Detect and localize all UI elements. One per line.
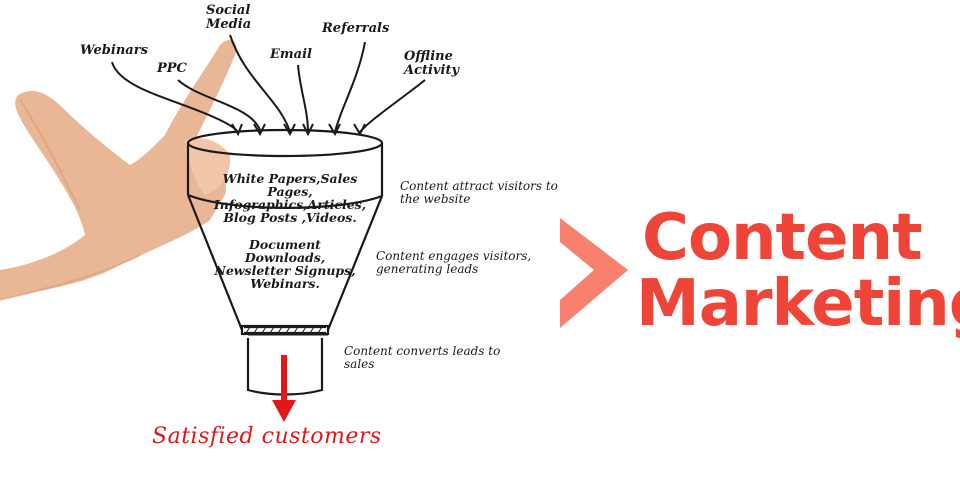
source-label: PPC <box>157 61 187 76</box>
source-label: Referrals <box>322 21 390 36</box>
hand-image <box>0 39 237 301</box>
funnel-neck-hatching <box>245 326 323 334</box>
source-label: Social Media <box>206 3 252 32</box>
funnel-middle-text: Document Downloads, Newsletter Signups, … <box>214 237 356 292</box>
page-title: Content Marketing <box>636 205 960 337</box>
source-label: Webinars <box>80 43 148 58</box>
arrowhead <box>231 123 243 137</box>
outcome-arrow <box>272 355 296 422</box>
source-label: Offline Activity <box>404 49 459 78</box>
arrow-referrals <box>334 41 366 133</box>
outcome-label: Satisfied customers <box>152 424 382 449</box>
source-label: Email <box>270 47 312 62</box>
funnel-drawing <box>186 128 384 396</box>
arrow-social-media <box>229 34 291 133</box>
arrow-offline <box>359 79 426 133</box>
chevron-right-icon <box>560 218 628 328</box>
arrow-ppc <box>177 79 261 131</box>
source-arrows <box>111 34 426 137</box>
title-line-2: Marketing <box>636 267 960 341</box>
note-engage: Content engages visitors, generating lea… <box>376 249 532 276</box>
note-convert: Content converts leads to sales <box>344 344 501 371</box>
title-line-1: Content <box>642 201 923 275</box>
arrow-email <box>297 64 309 133</box>
note-attract: Content attract visitors to the website <box>400 179 558 206</box>
funnel-top-text: White Papers,Sales Pages, Infographics,A… <box>213 171 367 226</box>
